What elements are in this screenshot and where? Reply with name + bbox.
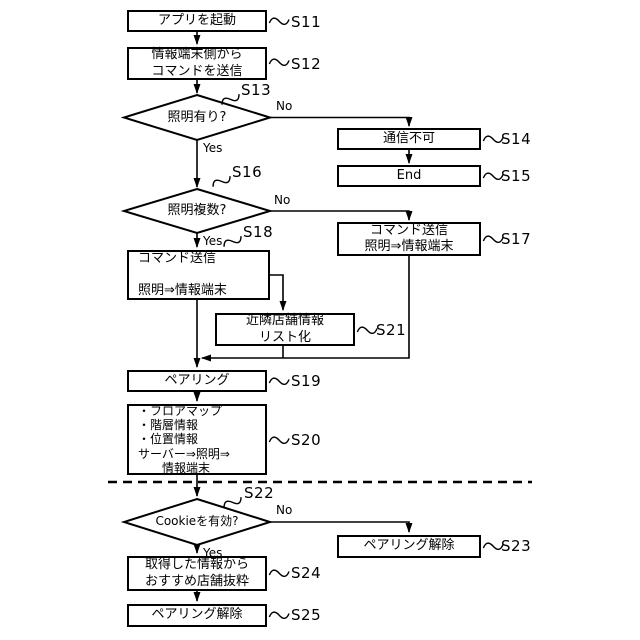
node-extract-recommended-stores: 取得した情報から おすすめ店舗抜粋 — [127, 556, 267, 591]
branch-no-s16: No — [274, 193, 291, 207]
step-label-s14: S14 — [501, 130, 532, 148]
edge-s17-merge — [201, 256, 410, 362]
squiggle-s21 — [356, 326, 378, 335]
edge-s18-s21 — [270, 274, 287, 311]
squiggle-s12 — [268, 58, 290, 67]
squiggle-s13 — [221, 94, 240, 105]
step-label-s24: S24 — [291, 564, 322, 582]
squiggle-s24 — [268, 569, 290, 578]
step-label-s17: S17 — [501, 230, 532, 248]
node-unpair-no-cookie: ペアリング解除 — [337, 535, 481, 558]
squiggle-s23 — [482, 542, 504, 551]
squiggle-s20 — [268, 436, 290, 445]
step-label-s16: S16 — [232, 163, 263, 181]
squiggle-s25 — [268, 611, 290, 620]
step-label-s18: S18 — [243, 223, 274, 241]
step-label-s20: S20 — [291, 431, 322, 449]
step-label-s21: S21 — [376, 321, 407, 339]
node-end: End — [337, 165, 481, 187]
squiggle-s11 — [268, 17, 290, 26]
branch-yes-s22: Yes — [203, 546, 223, 560]
step-label-s19: S19 — [291, 372, 322, 390]
branch-no-s13: No — [276, 99, 293, 113]
edge-s22-no-s23 — [270, 521, 413, 533]
branch-yes-s16: Yes — [203, 234, 223, 248]
branch-no-s22: No — [276, 503, 293, 517]
node-pairing: ペアリング — [127, 370, 267, 392]
node-unpair-final: ペアリング解除 — [127, 604, 267, 627]
node-floor-map-info: ・フロアマップ ・階層情報 ・位置情報 サーバー⇒照明⇒ 情報端末 — [127, 404, 267, 475]
squiggle-s15 — [482, 172, 504, 181]
diamond-s22 — [120, 497, 274, 547]
branch-yes-s13: Yes — [203, 141, 223, 155]
edge-s13-no-s14 — [270, 116, 413, 127]
step-label-s11: S11 — [291, 13, 322, 31]
squiggle-s16 — [212, 176, 231, 187]
edge-s16-no-s17 — [270, 210, 413, 221]
node-nearby-store-list: 近隣店舗情報 リスト化 — [215, 313, 355, 346]
node-send-command-multi-light: コマンド送信 照明⇒情報端末 — [127, 250, 270, 300]
node-communication-unavailable: 通信不可 — [337, 128, 481, 150]
squiggle-s22 — [223, 497, 242, 508]
step-label-s22: S22 — [244, 484, 275, 502]
squiggle-s17 — [482, 235, 504, 244]
step-label-s12: S12 — [291, 55, 322, 73]
node-launch-app: アプリを起動 — [127, 10, 267, 32]
node-send-command-from-terminal: 情報端末側から コマンドを送信 — [127, 47, 267, 80]
step-label-s13: S13 — [241, 81, 272, 99]
squiggle-s18 — [223, 236, 242, 247]
diamond-s16 — [120, 187, 274, 235]
step-label-s15: S15 — [501, 167, 532, 185]
step-label-s25: S25 — [291, 606, 322, 624]
squiggle-s14 — [482, 135, 504, 144]
diamond-s13 — [120, 93, 274, 142]
step-label-s23: S23 — [501, 537, 532, 555]
node-send-command-single-light: コマンド送信 照明⇒情報端末 — [337, 222, 481, 256]
squiggle-s19 — [268, 377, 290, 386]
